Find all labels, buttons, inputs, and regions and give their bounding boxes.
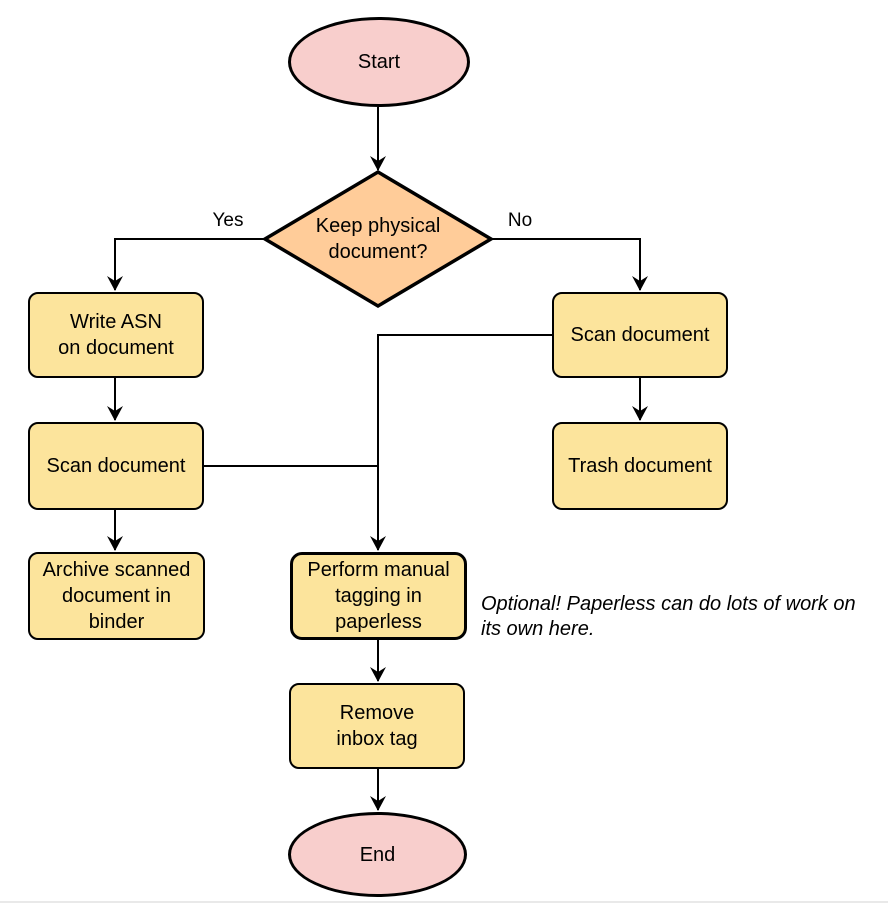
manual-tagging-node: Perform manual tagging in paperless	[290, 552, 467, 640]
end-node-label: End	[359, 843, 396, 866]
bottom-divider	[0, 901, 888, 903]
decision-node-shape	[261, 169, 495, 309]
remove-inbox-tag-node: Remove inbox tag	[289, 683, 465, 769]
trash-document-node: Trash document	[552, 422, 728, 510]
edge-label-no: No	[507, 210, 533, 231]
write-asn-node: Write ASN on document	[28, 292, 204, 378]
archive-node: Archive scanned document in binder	[28, 552, 205, 640]
edge-label-yes: Yes	[212, 210, 244, 231]
scan-document-right-label: Scan document	[570, 324, 710, 346]
edge-decision-no-to-scan-right	[491, 238, 648, 291]
end-node: End	[288, 812, 467, 897]
remove-inbox-tag-label: Remove inbox tag	[336, 702, 418, 750]
scan-document-left-node: Scan document	[28, 422, 204, 510]
decision-node-label: Keep physical document?	[315, 215, 441, 263]
manual-tagging-label: Perform manual tagging in paperless	[307, 559, 450, 633]
start-node: Start	[288, 17, 470, 107]
edge-scan-right-to-tagging	[370, 334, 552, 551]
optional-note: Optional! Paperless can do lots of work …	[481, 593, 856, 640]
scan-document-right-node: Scan document	[552, 292, 728, 378]
trash-document-label: Trash document	[568, 455, 712, 477]
scan-document-left-label: Scan document	[46, 455, 186, 477]
edge-decision-yes-to-write-asn	[107, 238, 265, 291]
archive-node-label: Archive scanned document in binder	[42, 559, 191, 633]
start-node-label: Start	[357, 51, 401, 73]
write-asn-node-label: Write ASN on document	[58, 311, 174, 359]
